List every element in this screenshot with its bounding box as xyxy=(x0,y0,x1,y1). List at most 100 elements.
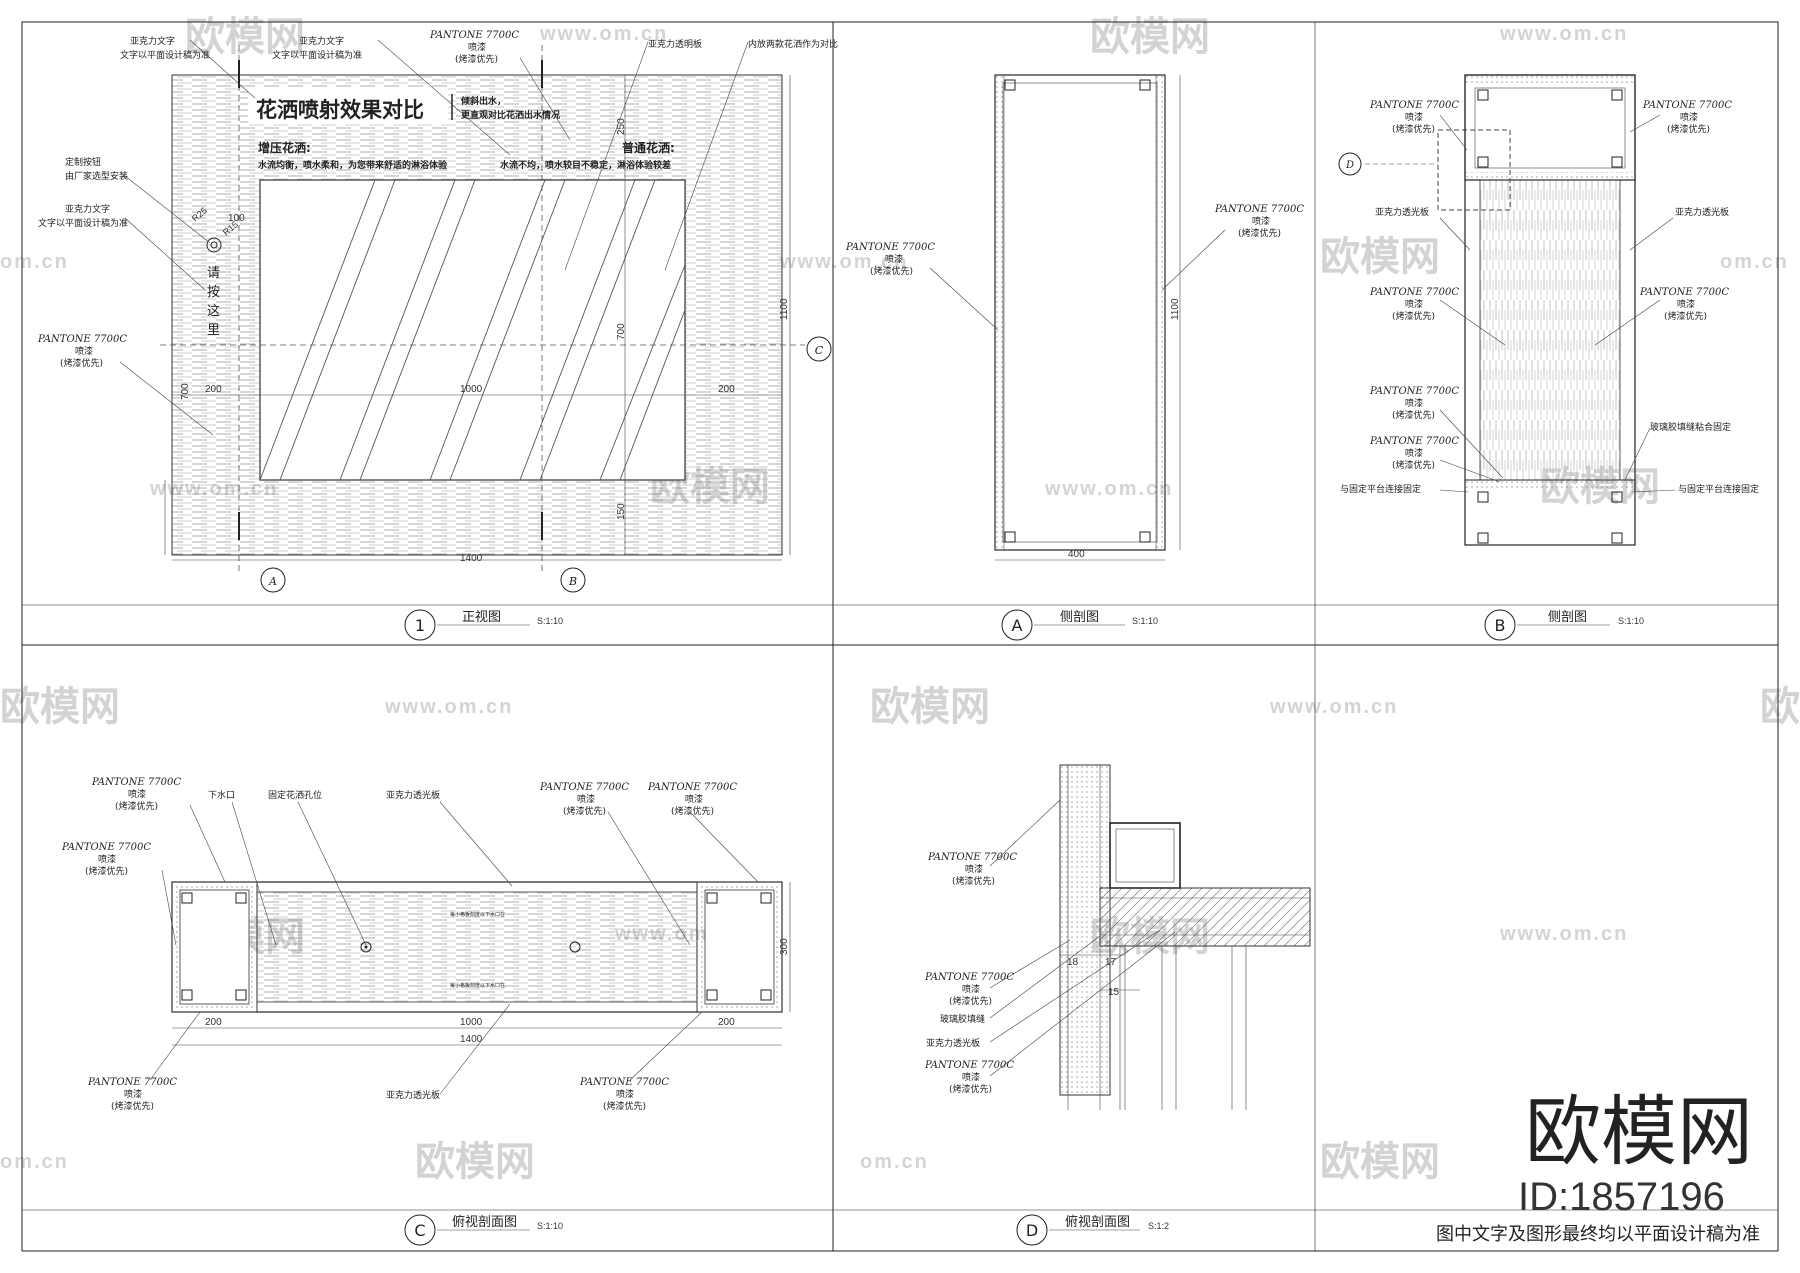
panel-title-c: C 俯视剖面图 S:1:10 xyxy=(404,1214,563,1246)
svg-text:喷漆: 喷漆 xyxy=(616,1088,634,1100)
svg-text:(烤漆优先): (烤漆优先) xyxy=(949,1083,992,1095)
svg-text:玻璃胶填缝粘合固定: 玻璃胶填缝粘合固定 xyxy=(1650,421,1731,433)
svg-text:(烤漆优先): (烤漆优先) xyxy=(85,865,128,877)
watermark-logo: 欧模网 xyxy=(0,684,120,730)
svg-text:1000: 1000 xyxy=(460,384,483,395)
svg-text:喷漆: 喷漆 xyxy=(1405,447,1423,459)
svg-text:PANTONE 7700C: PANTONE 7700C xyxy=(924,972,1014,983)
svg-text:每小格板刻度以下水口在: 每小格板刻度以下水口在 xyxy=(450,982,505,989)
svg-text:喷漆: 喷漆 xyxy=(124,1088,142,1100)
watermark-url: www.om.cn xyxy=(1499,923,1628,945)
svg-text:(烤漆优先): (烤漆优先) xyxy=(455,53,498,65)
model-id: ID:1857196 xyxy=(1518,1175,1725,1219)
svg-text:(烤漆优先): (烤漆优先) xyxy=(563,805,606,817)
svg-text:喷漆: 喷漆 xyxy=(98,853,116,865)
svg-text:18: 18 xyxy=(1067,957,1079,968)
svg-text:PANTONE 7700C: PANTONE 7700C xyxy=(579,1077,669,1088)
svg-text:PANTONE 7700C: PANTONE 7700C xyxy=(845,242,935,253)
svg-text:PANTONE 7700C: PANTONE 7700C xyxy=(539,782,629,793)
svg-text:俯视剖面图: 俯视剖面图 xyxy=(452,1214,517,1230)
svg-text:亚克力文字: 亚克力文字 xyxy=(65,203,110,215)
svg-text:D: D xyxy=(1345,160,1354,171)
svg-text:侧剖图: 侧剖图 xyxy=(1548,610,1587,625)
watermark-url: www.om.cn xyxy=(539,23,668,45)
press-char: 这 xyxy=(207,303,220,319)
svg-text:亚克力透光板: 亚克力透光板 xyxy=(1675,206,1729,218)
press-char: 里 xyxy=(207,323,220,338)
watermark-url: om.cn xyxy=(1720,251,1789,273)
svg-text:喷漆: 喷漆 xyxy=(962,1071,980,1083)
svg-text:700: 700 xyxy=(616,323,627,340)
svg-text:(烤漆优先): (烤漆优先) xyxy=(1392,459,1435,471)
svg-text:150: 150 xyxy=(616,503,627,520)
svg-text:喷漆: 喷漆 xyxy=(965,863,983,875)
svg-text:(烤漆优先): (烤漆优先) xyxy=(60,357,103,369)
footer-brand: 欧模网 ID:1857196 图中文字及图形最终均以平面设计稿为准 xyxy=(1436,1087,1760,1245)
svg-text:1000: 1000 xyxy=(460,1017,483,1028)
svg-text:1100: 1100 xyxy=(779,298,790,320)
panel-title-b: B 侧剖图 S:1:10 xyxy=(1484,609,1644,641)
svg-text:S:1:10: S:1:10 xyxy=(537,1221,563,1231)
svg-text:喷漆: 喷漆 xyxy=(1405,397,1423,409)
svg-text:由厂家选型安装: 由厂家选型安装 xyxy=(65,170,128,182)
side-section-b: D PANTONE 7700C 喷漆 (烤漆优先) PANTONE 7700C … xyxy=(1338,74,1759,546)
svg-text:1400: 1400 xyxy=(460,553,483,564)
plan-section-c: 每小格板刻度以下水口在 每小格板刻度以下水口在 200 1000 200 140… xyxy=(61,777,791,1112)
side-section-a: 400 1100 PANTONE 7700C 喷漆 (烤漆优先) PANTONE… xyxy=(845,74,1304,561)
panel-title-1: 1 正视图 S:1:10 xyxy=(404,609,563,641)
press-char: 按 xyxy=(207,285,220,300)
svg-text:喷漆: 喷漆 xyxy=(128,788,146,800)
watermark-logo: 欧模网 xyxy=(1320,234,1440,280)
svg-text:文字以平面设计稿为准: 文字以平面设计稿为准 xyxy=(272,49,362,61)
svg-text:亚克力透光板: 亚克力透光板 xyxy=(1375,206,1429,218)
svg-text:(烤漆优先): (烤漆优先) xyxy=(1392,409,1435,421)
svg-text:玻璃胶填缝: 玻璃胶填缝 xyxy=(940,1013,985,1025)
svg-text:PANTONE 7700C: PANTONE 7700C xyxy=(429,30,519,41)
svg-text:喷漆: 喷漆 xyxy=(75,345,93,357)
watermark-logo: 欧模网 xyxy=(415,1139,535,1185)
panel-title-d: D 俯视剖面图 S:1:2 xyxy=(1016,1214,1169,1246)
svg-text:PANTONE 7700C: PANTONE 7700C xyxy=(1369,386,1459,397)
front-headline: 花洒喷射效果对比 xyxy=(256,98,424,122)
svg-text:400: 400 xyxy=(1068,549,1085,560)
watermark-url: www.om.cn xyxy=(384,696,513,718)
svg-text:PANTONE 7700C: PANTONE 7700C xyxy=(647,782,737,793)
svg-text:PANTONE 7700C: PANTONE 7700C xyxy=(1642,100,1732,111)
footer-note: 图中文字及图形最终均以平面设计稿为准 xyxy=(1436,1224,1760,1245)
plan-section-d: 18 17 15 PANTONE 7700C 喷漆 (烤漆优先) PANTONE… xyxy=(924,764,1311,1110)
watermark-url: om.cn xyxy=(860,1151,929,1173)
svg-text:S:1:10: S:1:10 xyxy=(537,616,563,626)
svg-text:增压花洒:: 增压花洒: xyxy=(258,140,311,155)
svg-text:(烤漆优先): (烤漆优先) xyxy=(1667,123,1710,135)
svg-text:俯视剖面图: 俯视剖面图 xyxy=(1065,1214,1130,1230)
svg-text:内放两款花洒作为对比: 内放两款花洒作为对比 xyxy=(748,38,838,50)
svg-text:(烤漆优先): (烤漆优先) xyxy=(952,875,995,887)
svg-text:PANTONE 7700C: PANTONE 7700C xyxy=(927,852,1017,863)
svg-text:(烤漆优先): (烤漆优先) xyxy=(1392,310,1435,322)
svg-text:PANTONE 7700C: PANTONE 7700C xyxy=(91,777,181,788)
svg-text:PANTONE 7700C: PANTONE 7700C xyxy=(87,1077,177,1088)
svg-text:喷漆: 喷漆 xyxy=(685,793,703,805)
brand-logo-text: 欧模网 xyxy=(1525,1087,1753,1176)
svg-text:更直观对比花洒出水情况: 更直观对比花洒出水情况 xyxy=(461,109,560,121)
svg-text:PANTONE 7700C: PANTONE 7700C xyxy=(1369,100,1459,111)
svg-text:喷漆: 喷漆 xyxy=(885,253,903,265)
svg-text:S:1:2: S:1:2 xyxy=(1148,1221,1169,1231)
watermark-logo: 欧模网 xyxy=(1320,1139,1440,1185)
svg-text:每小格板刻度以下水口在: 每小格板刻度以下水口在 xyxy=(450,911,505,918)
glass-hatch xyxy=(259,179,686,481)
svg-text:1: 1 xyxy=(415,616,425,635)
svg-text:(烤漆优先): (烤漆优先) xyxy=(949,995,992,1007)
svg-text:(烤漆优先): (烤漆优先) xyxy=(1664,310,1707,322)
watermark-logo: 欧模网 xyxy=(1090,14,1210,60)
watermark-logo: 欧模网 xyxy=(1760,684,1800,730)
watermark-url: om.cn xyxy=(0,1151,69,1173)
svg-text:(烤漆优先): (烤漆优先) xyxy=(603,1100,646,1112)
svg-text:定制按钮: 定制按钮 xyxy=(65,156,101,168)
front-view: 花洒喷射效果对比 倾斜出水， 更直观对比花洒出水情况 增压花洒: 水流均衡，喷水… xyxy=(37,30,838,593)
svg-text:250: 250 xyxy=(616,118,627,135)
watermark-url: www.om.cn xyxy=(1499,23,1628,45)
svg-text:(烤漆优先): (烤漆优先) xyxy=(111,1100,154,1112)
svg-text:100: 100 xyxy=(228,213,245,224)
